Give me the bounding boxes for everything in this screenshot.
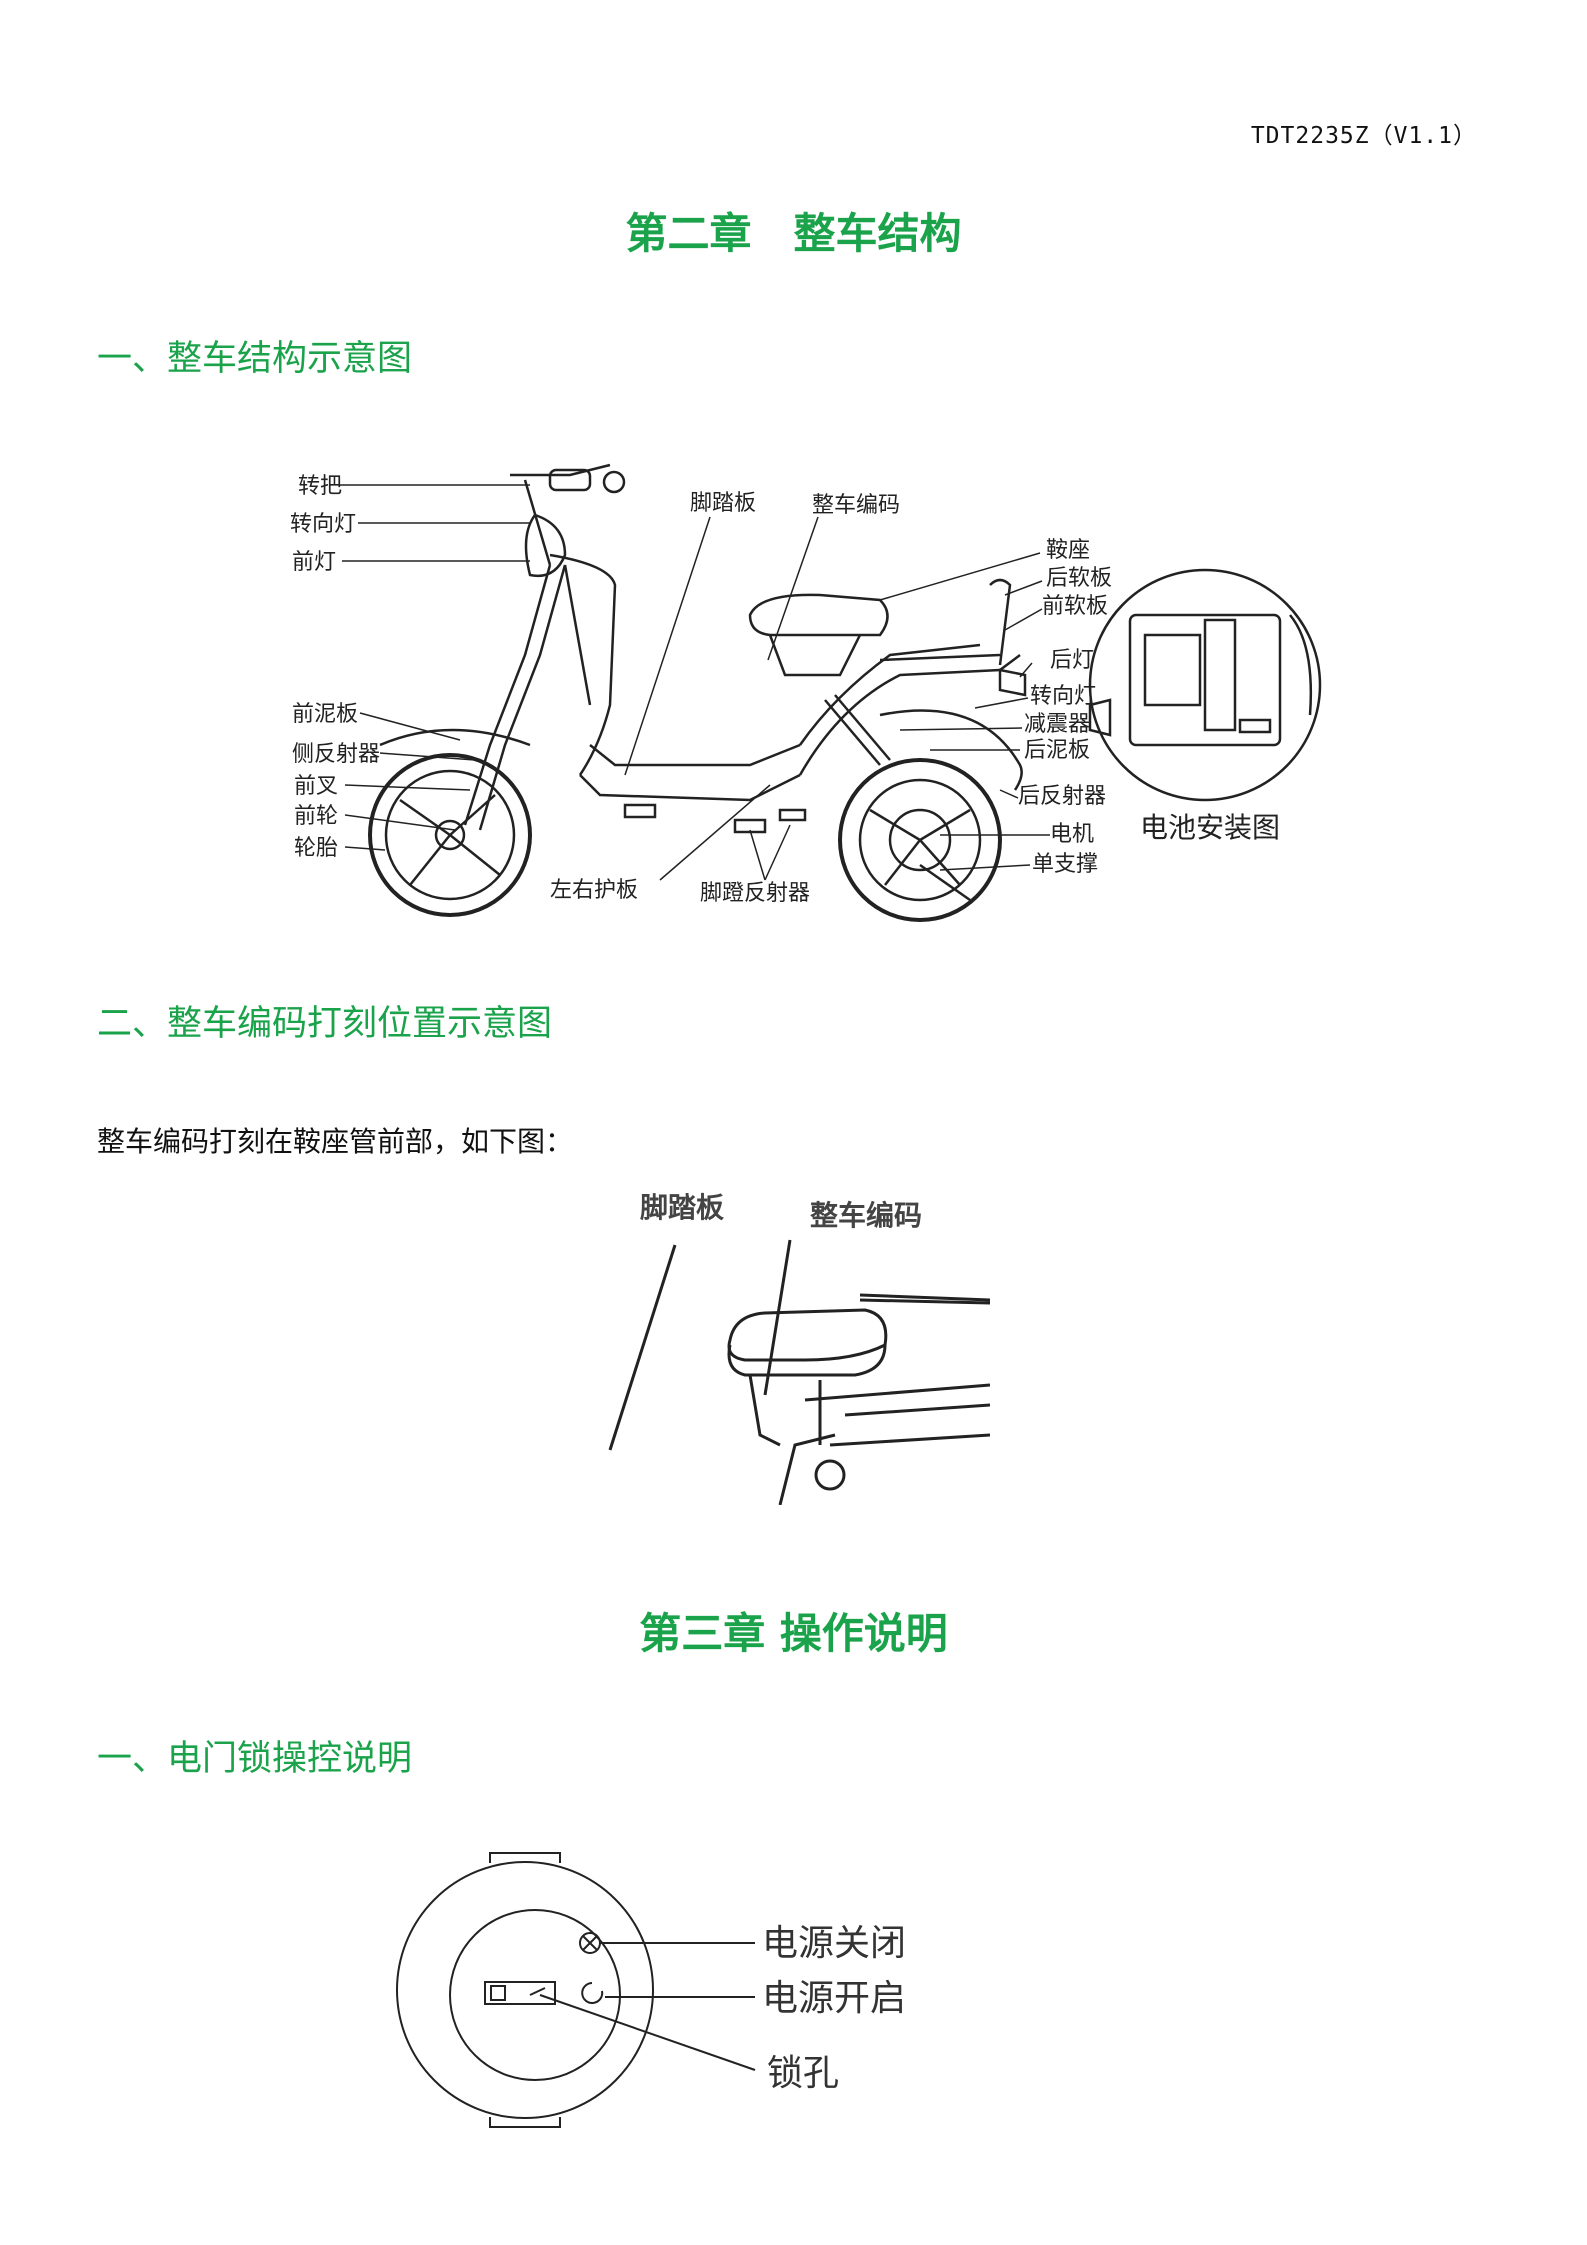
label-shock-absorber: 减震器 [1024,712,1090,737]
label-front-fork: 前叉 [294,774,338,799]
label-tire: 轮胎 [294,836,338,861]
chapter-2-title: 第二章 整车结构 [625,209,962,258]
label-handle: 转把 [298,474,342,499]
label-front-soft-panel: 前软板 [1042,594,1108,619]
vin-closeup-diagram: 脚踏板 整车编码 [608,1191,990,1505]
lock-label-power-off: 电源关闭 [762,1923,906,1964]
label-front-wheel: 前轮 [294,804,338,829]
label-footboard: 脚踏板 [690,491,756,516]
chapter-3-title: 第三章 操作说明 [639,1609,948,1658]
vin-location-text: 整车编码打刻在鞍座管前部，如下图： [97,1125,574,1158]
label-rear-fender: 后泥板 [1024,738,1090,763]
section-structure-diagram: 一、整车结构示意图 [97,339,413,379]
scooter-structure-diagram: 转把 转向灯 前灯 前泥板 侧反射器 前叉 前轮 轮胎 脚踏板 整车编码 左右护… [290,463,1322,922]
label-rear-soft-panel: 后软板 [1046,566,1112,591]
label-battery-install: 电池安装图 [1140,811,1280,844]
label-kickstand: 单支撑 [1032,852,1098,877]
document-id: TDT2235Z（V1.1） [1250,123,1477,149]
closeup-label-footboard: 脚踏板 [640,1191,724,1224]
label-tail-light: 后灯 [1050,648,1094,673]
label-turn-signal-rear: 转向灯 [1030,684,1096,709]
section-ignition-lock: 一、电门锁操控说明 [97,1739,413,1779]
label-side-guard: 左右护板 [550,878,638,903]
section-vin-location: 二、整车编码打刻位置示意图 [97,1004,553,1044]
label-pedal-reflector: 脚蹬反射器 [700,881,810,906]
lock-label-keyhole: 锁孔 [767,2053,839,2094]
label-vin: 整车编码 [812,493,900,518]
label-side-reflector: 侧反射器 [292,742,380,767]
power-on-icon [581,1982,604,2004]
lock-label-power-on: 电源开启 [762,1978,906,2019]
label-front-fender: 前泥板 [292,702,358,727]
label-motor: 电机 [1050,822,1094,847]
label-turn-signal-front: 转向灯 [290,512,356,537]
label-rear-reflector: 后反射器 [1018,784,1106,809]
label-headlight: 前灯 [292,550,336,575]
ignition-lock-diagram: 电源关闭 电源开启 锁孔 [396,1852,906,2128]
closeup-label-vin: 整车编码 [810,1199,922,1232]
label-saddle: 鞍座 [1046,538,1090,563]
